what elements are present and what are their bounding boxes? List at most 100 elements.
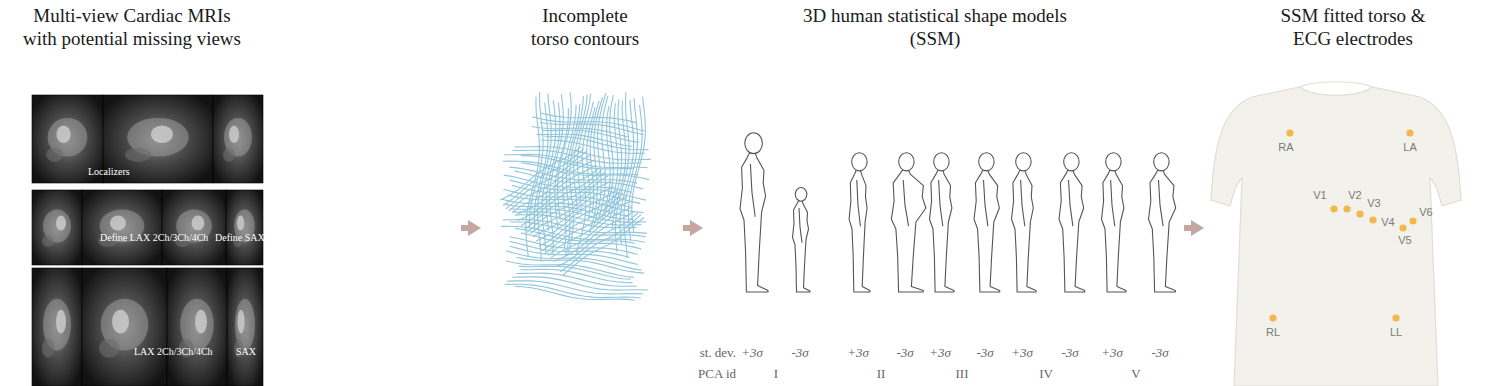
figure-body <box>1059 170 1085 292</box>
figure-body <box>891 170 926 292</box>
contour-line <box>624 98 638 258</box>
panel-heading: Multi-view Cardiac MRIs with potential m… <box>18 4 246 50</box>
panel-heading: SSM fitted torso & ECG electrodes <box>1268 4 1438 50</box>
contour-line <box>509 155 590 210</box>
contour-line <box>505 284 641 298</box>
mri-ventricle <box>110 216 126 231</box>
arrow-head <box>468 220 481 236</box>
pca-number: III <box>956 366 969 381</box>
figure-arm <box>1069 180 1073 226</box>
pca-number: II <box>877 366 886 381</box>
mri-ventricle <box>112 310 129 334</box>
panel: Multi-view Cardiac MRIs with potential m… <box>0 0 461 386</box>
contour-line <box>542 193 623 251</box>
electrode-dots <box>1269 129 1416 321</box>
figure-body <box>974 170 1000 292</box>
contour-line <box>560 215 641 272</box>
figure-arm <box>1111 180 1115 226</box>
electrode-dot <box>1399 224 1406 231</box>
flow-arrow <box>1184 220 1204 236</box>
mri-ventricle <box>56 216 66 231</box>
figure-body <box>1102 170 1127 292</box>
panel: Incomplete torso contours <box>481 0 683 386</box>
electrode-label: V2 <box>1348 189 1361 202</box>
electrode-dot <box>1330 205 1337 212</box>
mri-ventricle <box>56 310 66 334</box>
mri-tissue <box>125 148 151 162</box>
contour-line <box>515 286 635 300</box>
electrode-label: V1 <box>1313 189 1326 202</box>
panel-heading: 3D human statistical shape models (SSM) <box>795 4 1075 50</box>
sigma-label: +3σ <box>1011 345 1033 360</box>
electrode-label: V4 <box>1381 216 1394 229</box>
contour-line <box>506 151 587 209</box>
panel-heading: Incomplete torso contours <box>525 4 645 50</box>
figure-head <box>1154 153 1169 171</box>
mri-image <box>32 190 82 265</box>
pca-number: I <box>774 366 778 381</box>
view-label: LAX 2Ch/3Ch/4Ch <box>134 346 213 358</box>
flow-arrow <box>683 220 703 236</box>
mri-ventricle <box>195 310 207 334</box>
contour-line <box>530 181 611 234</box>
pca-number: V <box>1131 366 1140 381</box>
electrode-dot <box>1356 210 1363 217</box>
figure-head <box>899 153 914 171</box>
pca-number: IV <box>1039 366 1053 381</box>
sigma-label: -3σ <box>896 345 913 360</box>
electrode-label: LL <box>1390 326 1402 339</box>
electrode-dot <box>1392 314 1399 321</box>
sigma-label: -3σ <box>1061 345 1078 360</box>
view-label: Define LAX 2Ch/3Ch/4Ch <box>100 232 208 244</box>
arrow-head <box>690 220 703 236</box>
mri-image <box>213 95 263 183</box>
arrow-head <box>1191 220 1204 236</box>
mri-tissue <box>42 339 54 358</box>
pca-label: PCA id <box>698 366 736 381</box>
sigma-label: +3σ <box>929 345 951 360</box>
view-label: Localizers <box>88 166 130 178</box>
figure-arm <box>1021 180 1025 226</box>
electrode-label: V6 <box>1419 206 1432 219</box>
mri-ventricle <box>237 310 244 334</box>
flow-arrow <box>461 220 481 236</box>
sigma-label: -3σ <box>791 345 808 360</box>
mri-ventricle <box>56 125 70 143</box>
torso-neckline <box>1300 82 1372 87</box>
figure-head <box>1064 153 1079 171</box>
mri-image <box>227 268 263 386</box>
sigma-label: +3σ <box>741 345 763 360</box>
figure-body <box>1012 170 1037 292</box>
mri-tissue <box>42 235 54 247</box>
figure-head <box>979 153 994 171</box>
electrode-label: V5 <box>1398 234 1411 247</box>
view-label: Define SAX <box>215 232 265 244</box>
contour-line <box>554 211 635 262</box>
panel: 3D human statistical shape models (SSM) <box>703 0 1184 386</box>
torso-shape <box>1211 87 1461 386</box>
figure-arm <box>1159 180 1164 226</box>
fitted-torso <box>1211 82 1461 386</box>
mri-tissue <box>99 339 119 358</box>
electrode-dot <box>1409 217 1416 224</box>
contour-line <box>615 92 629 252</box>
mri-image <box>226 190 263 265</box>
electrode-dot <box>1269 314 1276 321</box>
figure-arm <box>939 180 943 226</box>
figure-head <box>795 188 807 202</box>
contour-line <box>557 213 638 267</box>
mri-ventricle <box>192 216 205 231</box>
electrode-label: V3 <box>1367 197 1380 210</box>
contour-line <box>612 101 626 229</box>
electrode-dot <box>1369 216 1376 223</box>
contour-line <box>563 218 644 276</box>
mri-tissue <box>46 148 63 162</box>
figure-arm <box>750 164 755 217</box>
figure-head <box>745 133 763 154</box>
contour-line <box>548 202 629 256</box>
figure-head <box>852 153 867 171</box>
mri-image <box>167 268 227 386</box>
mri-tissue <box>223 148 235 162</box>
figure-body <box>849 170 870 292</box>
figure-arm <box>984 180 988 226</box>
